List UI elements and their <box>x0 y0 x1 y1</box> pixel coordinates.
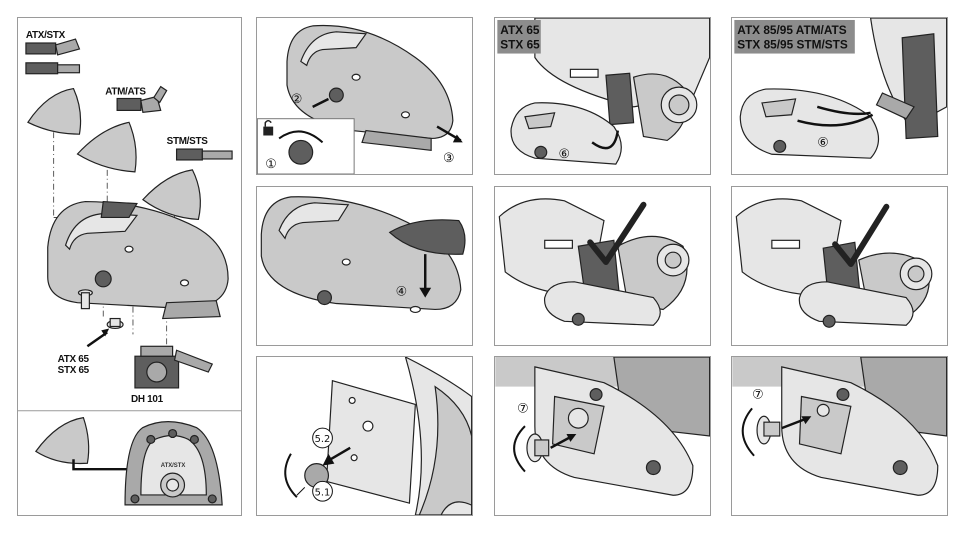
plate-side <box>798 281 914 326</box>
step-5-drawing: 5.2 5.1 <box>284 357 472 515</box>
label-stm-sts: STM/STS <box>167 136 209 147</box>
rotate-arrow <box>284 453 298 498</box>
step-2-number: ② <box>291 92 303 107</box>
padlock-open-icon <box>263 119 274 136</box>
panel-step-6-atx85: ⑥ ATX 85/95 ATM/ATS STX 85/95 STM/STS <box>731 17 948 175</box>
label-adapter-line2: STX 65 <box>58 365 90 376</box>
locking-knob <box>328 87 344 103</box>
mounting-overview-drawing: ATX/STX ATM/ATS STM/STS <box>18 30 241 506</box>
step-1-number: ① <box>265 157 277 172</box>
arrow-knob <box>312 97 330 108</box>
step-5-1-number: 5.1 <box>315 487 331 498</box>
quick-release-plate <box>47 200 229 320</box>
wedge-atm-ats <box>76 121 137 173</box>
panel-step-4: ④ <box>256 186 473 346</box>
step-3-number: ③ <box>443 151 455 166</box>
step-4-number: ④ <box>396 285 408 300</box>
plate-side <box>286 24 454 151</box>
panel-mounting-overview: ATX/STX ATM/ATS STM/STS <box>17 17 242 516</box>
arrow-adapter <box>86 331 108 348</box>
focus-ring <box>605 72 635 126</box>
step-7-a-drawing: ⑦ <box>495 357 710 496</box>
arrow-insert <box>72 459 139 471</box>
locking-knob <box>534 145 548 159</box>
tripod-head-dh101 <box>134 345 214 389</box>
rotate-arrow <box>741 407 755 457</box>
step-6-atx65-drawing: ⑥ ATX 65 STX 65 <box>497 18 710 165</box>
adapter-plate <box>325 379 416 504</box>
adapter-screw <box>106 317 124 330</box>
panel-step-6-atx65: ⑥ ATX 65 STX 65 <box>494 17 711 175</box>
step-5-2-number: 5.2 <box>315 434 331 445</box>
scope-icon-atx-stx-b <box>25 62 81 75</box>
label-dh101: DH 101 <box>131 394 164 405</box>
screw-small <box>77 289 93 310</box>
step-7-b-drawing: ⑦ <box>732 357 947 496</box>
locking-knob <box>94 270 112 288</box>
plate-top-view <box>124 421 223 506</box>
step-4-drawing: ④ <box>260 196 466 314</box>
locking-knob <box>822 314 836 328</box>
tag-line-2: STX 85/95 STM/STS <box>737 38 848 52</box>
locking-knob <box>317 290 333 306</box>
rotate-arrow <box>278 130 324 144</box>
label-atx-stx: ATX/STX <box>26 30 66 41</box>
tag-line-2: STX 65 <box>500 38 540 52</box>
scope-foot <box>875 92 915 120</box>
arrow-mount-2 <box>797 113 874 127</box>
scope-icon-stm-sts <box>175 148 233 161</box>
plate-engraving: ATX/STX <box>161 463 186 469</box>
model-tag <box>497 19 541 54</box>
panel-step-1-3: ② ③ ① <box>256 17 473 175</box>
panel-step-7-b: ⑦ <box>731 356 948 516</box>
panel-check-angled <box>494 186 711 346</box>
scope-icon-atx-stx-a <box>25 38 81 56</box>
locking-knob <box>773 139 787 153</box>
panel-check-angled-2 <box>731 186 948 346</box>
tag-line-1: ATX 85/95 ATM/ATS <box>737 23 846 37</box>
wedge-insert <box>34 416 90 465</box>
knob-closeup <box>288 139 314 165</box>
plate-side <box>544 281 661 326</box>
model-tag <box>734 19 855 54</box>
wedge-stm-sts <box>141 169 201 221</box>
adapter-screw <box>526 433 550 463</box>
check-angled-2-drawing <box>735 198 933 328</box>
scope-icon-atm-ats <box>116 85 168 114</box>
step-6-number: ⑥ <box>559 147 571 162</box>
wedge <box>388 219 466 255</box>
step-6-number: ⑥ <box>817 135 829 150</box>
label-adapter-line1: ATX 65 <box>58 354 90 365</box>
rotate-arrow <box>513 425 526 473</box>
step-6-atx85-drawing: ⑥ ATX 85/95 ATM/ATS STX 85/95 STM/STS <box>734 18 947 159</box>
focus-ring <box>901 33 939 140</box>
step-7-number: ⑦ <box>517 401 529 416</box>
step-7-number: ⑦ <box>752 387 764 402</box>
wedge-atx-stx <box>27 87 82 135</box>
check-mark-icon <box>832 203 890 267</box>
arrow-mount-1 <box>816 105 871 116</box>
locking-knob <box>571 312 585 326</box>
label-atm-ats: ATM/ATS <box>105 87 146 98</box>
arrow-mount <box>591 130 620 150</box>
adapter-screw <box>756 415 781 445</box>
arrow-screw <box>781 417 808 430</box>
step-1-3-drawing: ② ③ ① <box>257 24 463 174</box>
check-mark-icon <box>587 201 647 266</box>
panel-step-7-a: ⑦ <box>494 356 711 516</box>
tag-line-1: ATX 65 <box>500 23 540 37</box>
check-angled-drawing <box>498 198 690 326</box>
panel-step-5: 5.2 5.1 <box>256 356 473 516</box>
